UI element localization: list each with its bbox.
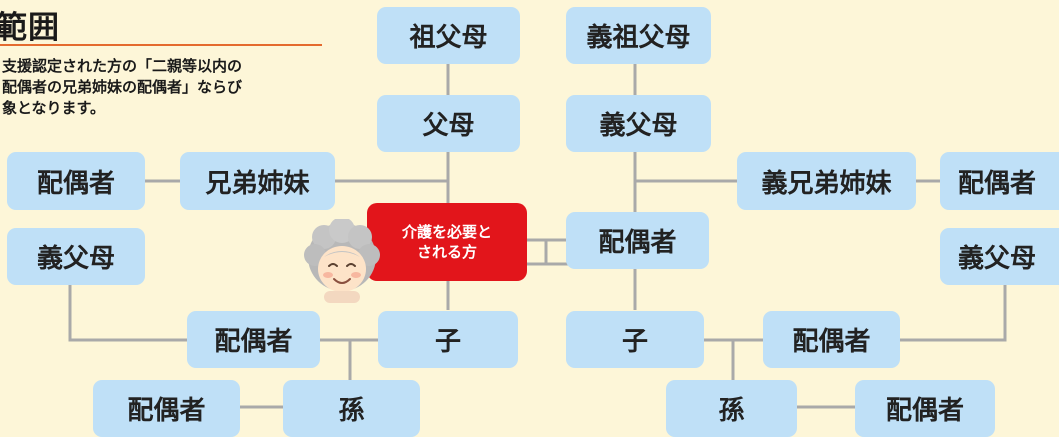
node-child-left-spouse: 配偶者 bbox=[187, 311, 320, 368]
node-in-law-siblings: 義兄弟姉妹 bbox=[737, 152, 916, 210]
title-underline bbox=[0, 44, 322, 46]
node-grandchild-right-spouse: 配偶者 bbox=[855, 380, 995, 437]
node-grandchild-right: 孫 bbox=[666, 380, 797, 437]
node-child-right: 子 bbox=[566, 311, 704, 368]
node-siblings: 兄弟姉妹 bbox=[180, 152, 335, 210]
node-right-in-law-parents: 義父母 bbox=[940, 228, 1059, 285]
subject-label-line-1: 介護を必要と bbox=[401, 223, 492, 241]
node-child-right-spouse: 配偶者 bbox=[763, 311, 900, 368]
section-title: 範囲 bbox=[0, 10, 60, 46]
elderly-woman-icon bbox=[304, 219, 380, 303]
node-in-law-parents: 義父母 bbox=[566, 95, 711, 152]
connector-right-inlaw-parents bbox=[900, 285, 1007, 342]
intro-line-1: 支援認定された方の「二親等以内の bbox=[2, 57, 243, 75]
node-grandparents: 祖父母 bbox=[377, 7, 520, 64]
node-parents: 父母 bbox=[377, 95, 520, 152]
node-grandchild-left-spouse: 配偶者 bbox=[93, 380, 240, 437]
node-grandchild-left: 孫 bbox=[283, 380, 420, 437]
node-child-left: 子 bbox=[378, 311, 518, 368]
subject-box: 介護を必要と される方 bbox=[367, 203, 527, 281]
intro-text: 支援認定された方の「二親等以内の 配偶者の兄弟姉妹の配偶者」ならび 象となります… bbox=[2, 56, 332, 119]
node-siblings-spouse: 配偶者 bbox=[7, 152, 145, 210]
intro-line-3: 象となります。 bbox=[2, 99, 106, 117]
subject-label-line-2: される方 bbox=[416, 243, 477, 261]
connector-left-inlaw-parents bbox=[68, 285, 187, 342]
node-spouse: 配偶者 bbox=[566, 212, 709, 269]
intro-line-2: 配偶者の兄弟姉妹の配偶者」ならび bbox=[2, 78, 243, 96]
node-in-law-siblings-spouse: 配偶者 bbox=[940, 152, 1059, 210]
node-in-law-grandparents: 義祖父母 bbox=[566, 7, 711, 64]
node-left-in-law-parents: 義父母 bbox=[7, 228, 145, 285]
